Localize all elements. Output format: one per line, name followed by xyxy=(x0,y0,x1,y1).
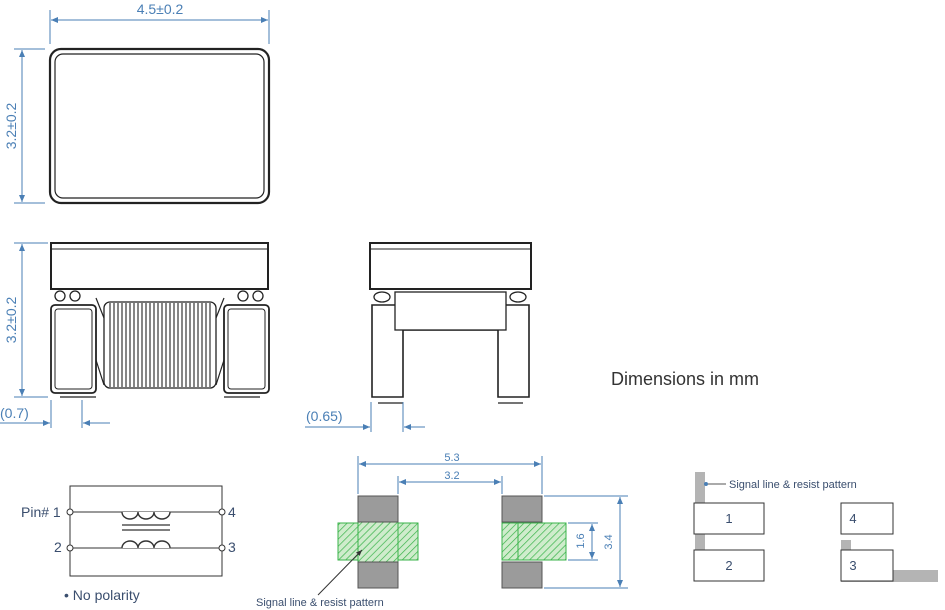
pin-3-label: 3 xyxy=(228,539,236,555)
pad-3-label: 3 xyxy=(849,558,856,573)
pad-3 xyxy=(840,549,894,582)
pad-1 xyxy=(693,502,765,535)
land-pad-height-label: 1.6 xyxy=(575,533,587,548)
land-callout-label: Signal line & resist pattern xyxy=(256,597,384,609)
front-terminal-dimension xyxy=(0,400,110,428)
top-height-label: 3.2±0.2 xyxy=(3,102,19,149)
top-width-label: 4.5±0.2 xyxy=(137,1,184,17)
side-view xyxy=(369,242,532,404)
pad-2-label: 2 xyxy=(725,558,732,573)
front-terminal-label: (0.7) xyxy=(0,405,29,421)
top-view: 4.5±0.2 3.2±0.2 xyxy=(3,1,271,205)
land-outer-dimension xyxy=(357,456,628,589)
pin-2-label: 2 xyxy=(54,539,62,555)
pad-4-label: 4 xyxy=(849,511,856,526)
pin-4-label: 4 xyxy=(228,504,236,520)
side-terminal-dimension xyxy=(305,402,425,432)
no-polarity-note: • No polarity xyxy=(64,587,140,603)
units-caption: Dimensions in mm xyxy=(611,369,760,389)
top-width-dimension xyxy=(49,10,270,44)
callout-leader xyxy=(317,549,363,596)
pad-legend-label: Signal line & resist pattern xyxy=(729,479,857,491)
land-outer-label: 5.3 xyxy=(444,452,459,464)
pad-2 xyxy=(693,549,765,582)
pad-4 xyxy=(840,502,894,535)
top-height-dimension xyxy=(14,48,45,204)
coil-2-symbol xyxy=(121,540,171,549)
coil-1-symbol xyxy=(121,511,171,520)
front-height-label: 3.2±0.2 xyxy=(3,296,19,343)
land-overall-height-label: 3.4 xyxy=(603,534,615,549)
side-terminal-label: (0.65) xyxy=(306,408,343,424)
front-height-dimension xyxy=(14,242,48,398)
coil-body xyxy=(103,301,217,389)
schematic xyxy=(66,485,226,577)
pin-1-label: Pin# 1 xyxy=(21,504,61,520)
land-inner-label: 3.2 xyxy=(444,470,459,482)
coil-windings xyxy=(109,303,211,387)
pad-layout xyxy=(693,472,938,582)
front-view xyxy=(50,242,270,398)
pad-1-label: 1 xyxy=(725,511,732,526)
land-pattern xyxy=(337,495,567,589)
